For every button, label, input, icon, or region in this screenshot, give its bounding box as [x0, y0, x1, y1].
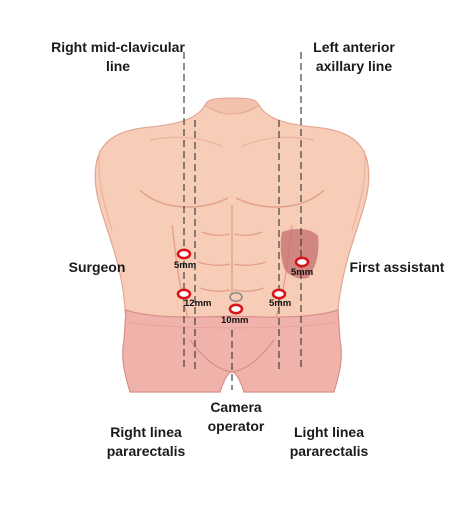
neck	[204, 97, 260, 115]
port-upper-right: 5mm	[174, 248, 196, 271]
label-line-2: axillary line	[315, 58, 393, 74]
label-surgeon: Surgeon	[68, 259, 126, 275]
shorts-crotch-fold	[189, 339, 275, 373]
pectoral-contour-left	[235, 189, 325, 208]
label-camera-operator: Camera operator	[196, 398, 276, 436]
port-umbilical-camera: 10mm	[221, 291, 248, 326]
label-line-2: line	[105, 58, 131, 74]
pectoral-contour-right	[139, 189, 229, 208]
label-line-1: Right mid-clavicular	[51, 39, 185, 55]
shorts-waist-line	[127, 321, 337, 329]
label-first-assistant: First assistant	[349, 259, 445, 275]
label-line-2: pararectalis	[106, 443, 186, 459]
svg-text:5mm: 5mm	[291, 267, 313, 278]
clavicle-right	[149, 136, 223, 147]
label-line-1: Light linea	[294, 424, 364, 440]
label-line-2: operator	[207, 418, 265, 434]
port-lower-left: 5mm	[269, 288, 291, 309]
shorts	[122, 309, 342, 393]
liver-region-patch	[280, 228, 319, 279]
svg-text:10mm: 10mm	[221, 315, 248, 326]
label-right-mid-clavicular-line: Right mid-clavicular line	[38, 38, 198, 76]
port-upper-left: 5mm	[291, 256, 313, 278]
svg-text:5mm: 5mm	[174, 260, 196, 271]
guide-lines	[183, 52, 302, 390]
label-light-linea-pararectalis: Light linea pararectalis	[283, 423, 375, 461]
svg-text:5mm: 5mm	[269, 298, 291, 309]
arm-shade-left	[351, 149, 366, 231]
svg-text:12mm: 12mm	[184, 298, 211, 309]
arm-shade-right	[98, 149, 113, 231]
label-line-1: Right linea	[110, 424, 182, 440]
port-lower-right: 12mm	[176, 288, 211, 309]
label-line-1: Left anterior	[313, 39, 395, 55]
label-line-1: Camera	[210, 399, 262, 415]
label-left-anterior-axillary-line: Left anterior axillary line	[294, 38, 414, 76]
label-line-2: pararectalis	[289, 443, 369, 459]
label-right-linea-pararectalis: Right linea pararectalis	[100, 423, 192, 461]
clavicle-left	[241, 136, 315, 147]
